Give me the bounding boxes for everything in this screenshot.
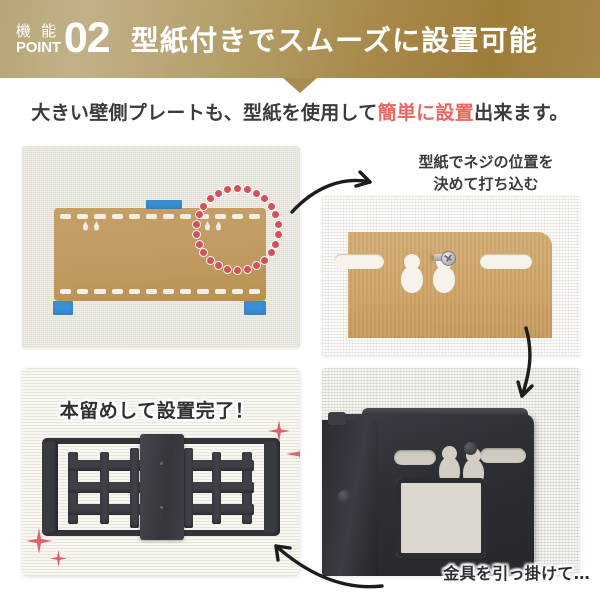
caption-top-right-line1: 型紙でネジの位置を bbox=[418, 153, 554, 171]
caption-bottom-right: 金具を引っ掛けて… bbox=[443, 564, 590, 583]
template-slot-left bbox=[334, 254, 384, 269]
header-title: 型紙付きでスムーズに設置可能 bbox=[130, 24, 539, 57]
blue-tape-top bbox=[146, 200, 182, 209]
blue-tape-bottom-left bbox=[53, 301, 73, 315]
bracket-center-plate bbox=[140, 434, 184, 540]
panel-template-on-wall bbox=[22, 146, 300, 348]
panel-screw-closeup bbox=[322, 196, 580, 356]
tv-wall-bracket bbox=[42, 434, 280, 540]
point-eyebrow-jp: 機 能 bbox=[16, 22, 60, 40]
sparkle-icon bbox=[268, 420, 290, 442]
point-eyebrow-en: POINT bbox=[16, 38, 61, 56]
blue-tape-bottom-right bbox=[244, 301, 266, 315]
kraft-paper-template bbox=[54, 208, 266, 301]
mounting-screw-icon bbox=[464, 442, 477, 455]
subtitle: 大きい壁側プレートも、型紙を使用して簡単に設置出来ます。 bbox=[0, 98, 600, 125]
template-slot-right bbox=[480, 254, 532, 269]
point-number: 02 bbox=[63, 14, 111, 63]
bracket-slot-left bbox=[394, 450, 436, 465]
sparkle-icon bbox=[26, 528, 52, 554]
subtitle-highlight: 簡単に設置 bbox=[377, 102, 475, 124]
dashed-line-bottom bbox=[60, 289, 261, 294]
panel-bracket-mounted bbox=[22, 368, 300, 576]
keyhole-mark bbox=[93, 221, 100, 231]
point-badge: 機 能 POINT 02 bbox=[16, 14, 111, 63]
bracket-slot-right bbox=[480, 448, 526, 463]
screw-icon bbox=[430, 251, 456, 266]
subtitle-after: 出来ます。 bbox=[474, 102, 569, 124]
subtitle-before: 大きい壁側プレートも、型紙を使用して bbox=[31, 102, 378, 124]
header-notch-arrow bbox=[283, 78, 317, 93]
bracket-pivot-bolt bbox=[338, 490, 351, 503]
bracket-cutout-window bbox=[396, 478, 486, 558]
caption-bottom-left: 本留めして設置完了！ bbox=[59, 400, 255, 422]
caption-top-right: 型紙でネジの位置を 決めて打ち込む bbox=[388, 152, 584, 196]
keyhole-mark bbox=[204, 221, 211, 231]
keyhole-cutout-1 bbox=[400, 254, 424, 294]
sparkle-icon bbox=[286, 438, 300, 470]
caption-top-right-line2: 決めて打ち込む bbox=[433, 174, 539, 193]
highlight-circle-icon bbox=[192, 184, 283, 275]
keyhole-mark bbox=[82, 221, 89, 231]
panel-bracket-hooking bbox=[322, 368, 580, 576]
bracket-knob bbox=[328, 412, 346, 425]
keyhole-mark bbox=[215, 221, 222, 231]
sparkle-icon bbox=[50, 550, 67, 567]
header-banner: 機 能 POINT 02 型紙付きでスムーズに設置可能 bbox=[0, 0, 600, 78]
